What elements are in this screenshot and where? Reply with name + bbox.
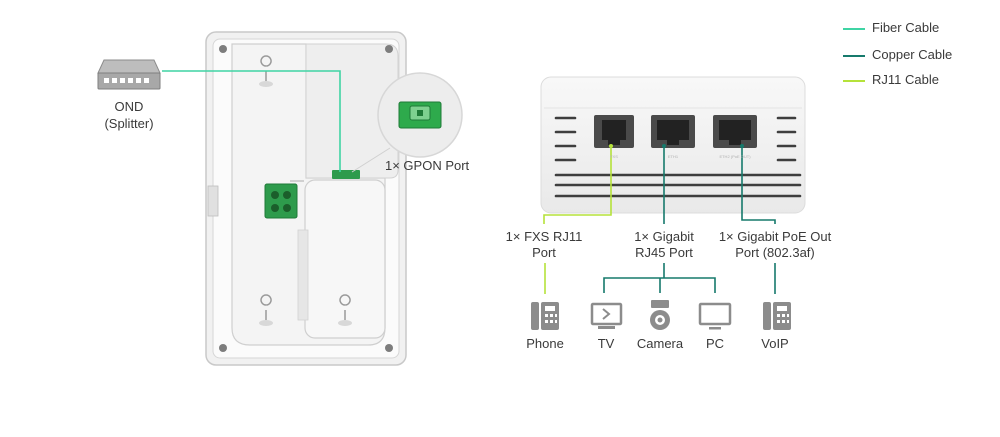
power-terminal bbox=[264, 183, 298, 219]
poe-port bbox=[713, 115, 757, 148]
terminal-device bbox=[540, 76, 806, 214]
pc-icon bbox=[698, 302, 732, 330]
fxs-port-label-line2: Port bbox=[532, 245, 556, 260]
device-label-voip: VoIP bbox=[761, 336, 789, 351]
device-label-pc: PC bbox=[705, 336, 725, 351]
gpon-zoom-callout bbox=[351, 72, 463, 173]
gpon-port-slot bbox=[332, 170, 360, 179]
legend-label-rj11: RJ11 Cable bbox=[872, 72, 939, 87]
device-label-camera: Camera bbox=[636, 336, 684, 351]
eth-port-label-line2: RJ45 Port bbox=[635, 245, 693, 260]
ond-sub-label: (Splitter) bbox=[104, 116, 154, 131]
device-label-phone: Phone bbox=[526, 336, 564, 351]
phone-icon bbox=[531, 302, 559, 330]
back-plate bbox=[205, 31, 407, 366]
legend-swatch-fiber bbox=[843, 28, 865, 30]
poe-port-label-line2: Port (802.3af) bbox=[735, 245, 815, 260]
copper-cable-poe bbox=[741, 146, 776, 224]
poe-port-label-line1: 1× Gigabit PoE Out bbox=[718, 229, 832, 244]
ond-label: OND bbox=[114, 99, 144, 114]
fxs-port-label-line1: 1× FXS RJ11 bbox=[505, 229, 583, 244]
fiber-cable-line bbox=[162, 70, 341, 172]
legend-swatch-rj11 bbox=[843, 80, 865, 82]
legend-swatch-copper bbox=[843, 55, 865, 57]
splitter-icon bbox=[97, 59, 161, 90]
fxs-port bbox=[594, 115, 634, 148]
device-label-tv: TV bbox=[597, 336, 615, 351]
camera-icon bbox=[650, 300, 670, 330]
port-tag-fxs: FXS bbox=[610, 154, 618, 159]
port-tag-eth1: ETH1 bbox=[668, 154, 679, 159]
rj11-cable-line bbox=[543, 146, 612, 224]
eth1-port bbox=[651, 115, 695, 148]
port-tag-poe: ETH2 (PoE OUT) bbox=[719, 154, 751, 159]
voip-icon bbox=[763, 302, 791, 330]
eth-port-label-line1: 1× Gigabit bbox=[634, 229, 694, 244]
tv-icon bbox=[590, 302, 623, 329]
legend-label-fiber: Fiber Cable bbox=[872, 20, 940, 35]
gpon-port-label: 1× GPON Port bbox=[385, 158, 470, 173]
legend-label-copper: Copper Cable bbox=[872, 47, 953, 62]
